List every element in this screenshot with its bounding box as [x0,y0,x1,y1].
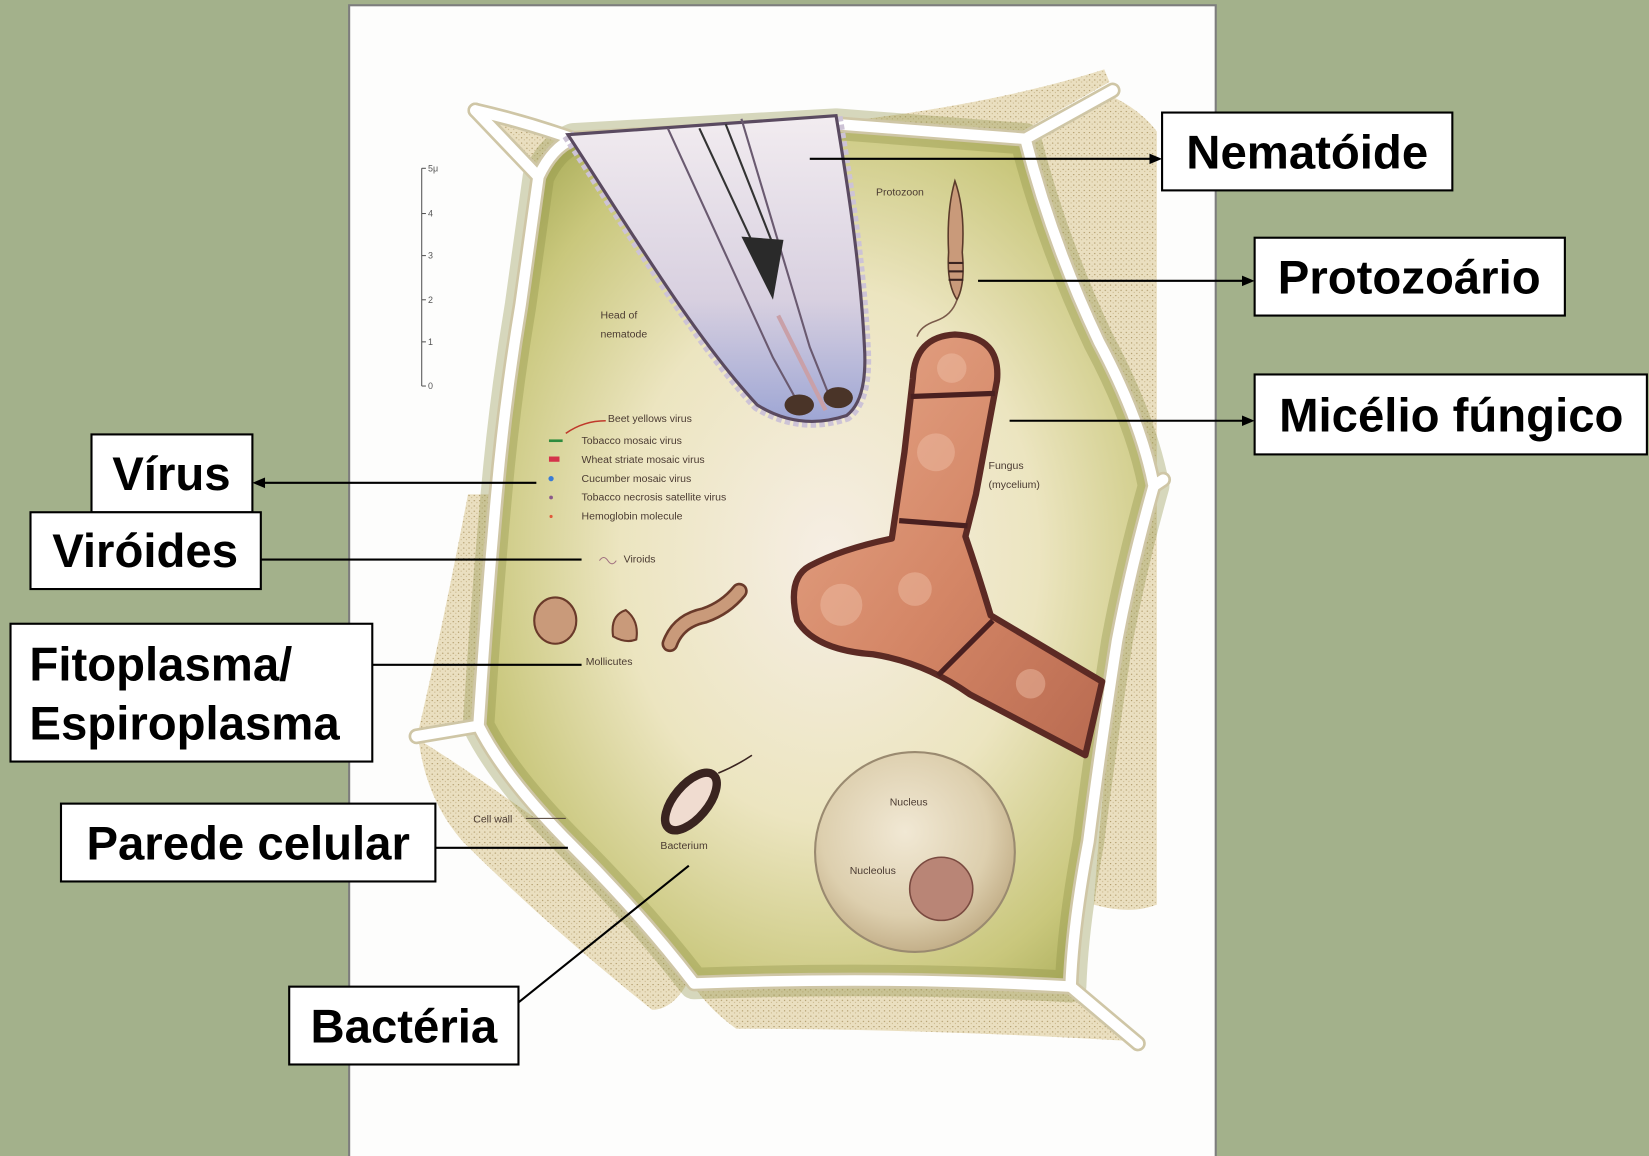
virus-legend-item: Tobacco mosaic virus [582,435,682,447]
label-text: Viróides [52,525,238,578]
virus-legend-item: Beet yellows virus [608,413,692,425]
tobacco-necrosis-virus-mark [549,496,553,500]
nucleus-label: Nucleus [890,797,928,809]
virus-legend-item: Wheat striate mosaic virus [582,454,705,466]
bacterium-label: Bacterium [660,840,708,852]
label-parede-celular: Parede celular [61,804,435,882]
label-fitoplasma-espiroplasma: Fitoplasma/ Espiroplasma [11,624,373,762]
mollicutes-label: Mollicutes [586,656,633,668]
scale-tick-label: 2 [428,295,433,305]
label-text: Fitoplasma/ [29,639,292,692]
label-text: Vírus [112,448,230,501]
cell-wall-label: Cell wall [473,814,512,826]
head-of-nematode-label: nematode [600,329,647,341]
virus-legend-item: Hemoglobin molecule [582,511,683,523]
cucumber-mosaic-virus-mark [548,476,553,481]
fungal-septum [911,393,995,396]
label-text: Espiroplasma [29,697,340,750]
scale-tick-label: 5μ [428,163,438,173]
label-nematoide: Nematóide [1162,113,1452,191]
label-viroides: Viróides [30,512,260,589]
scale-tick-label: 3 [428,251,433,261]
label-text: Micélio fúngico [1279,389,1623,442]
label-text: Nematóide [1186,126,1428,179]
hemoglobin-molecule-mark [549,515,552,518]
wheat-striate-virus-mark [549,457,560,462]
mollicute-round [534,597,576,643]
label-bacteria: Bactéria [289,987,518,1065]
nucleolus-label: Nucleolus [850,865,896,877]
protozoon-label: Protozoon [876,187,924,199]
virus-legend-item: Tobacco necrosis satellite virus [582,492,727,504]
nematode-lip [785,394,814,415]
head-of-nematode-label: Head of [600,310,637,322]
virus-legend-item: Cucumber mosaic virus [582,473,692,485]
nucleolus [910,857,973,920]
viroids-label: Viroids [624,554,656,566]
label-text: Bactéria [310,1000,497,1053]
fungus-label: (mycelium) [989,479,1040,491]
nematode-lip [823,387,852,408]
scale-tick-label: 1 [428,337,433,347]
label-text: Parede celular [86,817,409,870]
label-virus: Vírus [91,434,252,512]
nucleus-body [815,752,1015,952]
label-micelio-fungico: Micélio fúngico [1255,374,1647,454]
nucleus: Nucleus Nucleolus [815,752,1015,952]
label-protozoario: Protozoário [1255,238,1565,316]
scale-tick-label: 0 [428,381,433,391]
scale-tick-label: 4 [428,209,433,219]
label-text: Protozoário [1278,251,1541,304]
fungus-label: Fungus [989,460,1024,472]
